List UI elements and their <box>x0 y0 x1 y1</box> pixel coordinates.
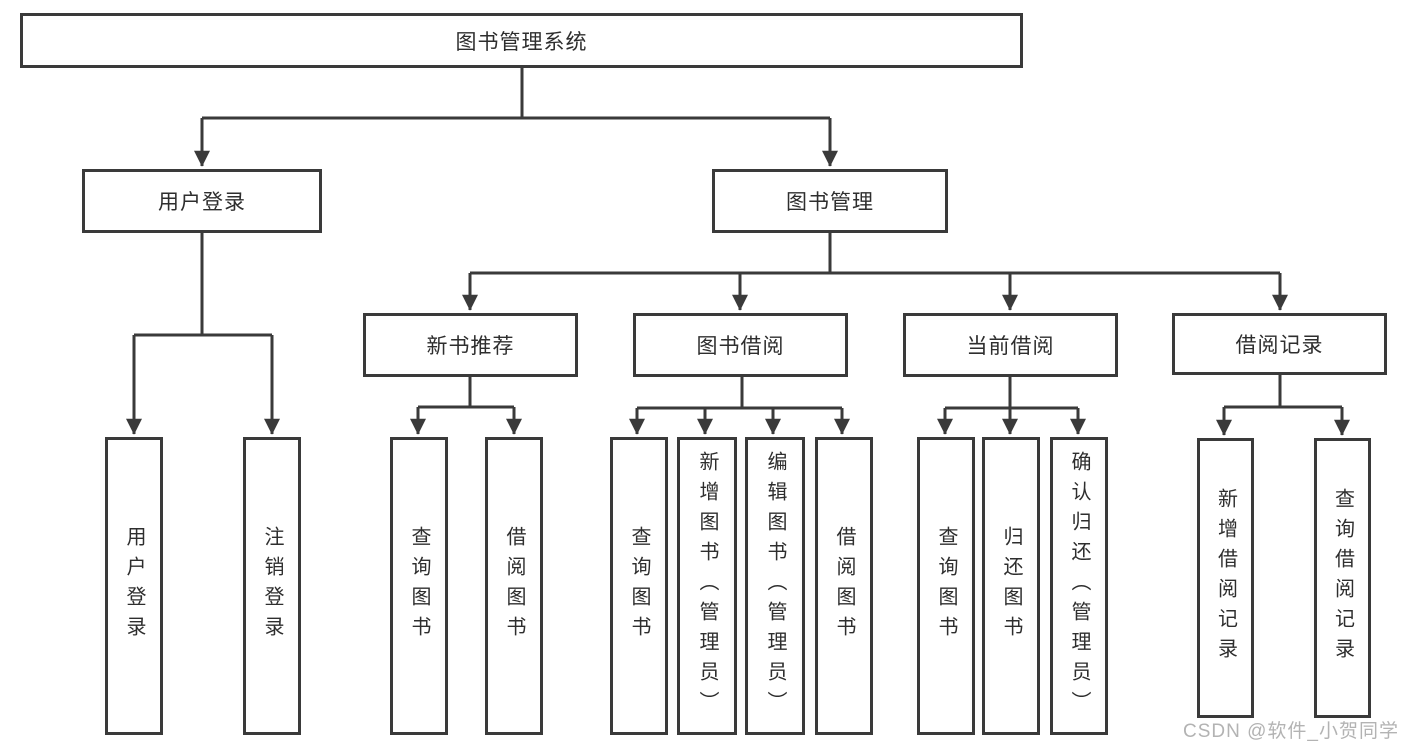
node-current-borrow: 当前借阅 <box>903 313 1118 377</box>
csdn-watermark: CSDN @软件_小贺同学 <box>1183 721 1399 742</box>
leaf-borrow-edit-admin-label: 编辑图书（管理员） <box>764 451 786 721</box>
node-new-books: 新书推荐 <box>363 313 578 377</box>
leaf-records-query-label: 查询借阅记录 <box>1331 488 1354 668</box>
leaf-borrow-query: 查询图书 <box>610 437 668 735</box>
node-book-borrow: 图书借阅 <box>633 313 848 377</box>
leaf-current-confirm-admin: 确认归还（管理员） <box>1050 437 1108 735</box>
node-root-label: 图书管理系统 <box>455 30 588 54</box>
node-borrow-records-label: 借阅记录 <box>1235 334 1324 357</box>
leaf-newbooks-query-label: 查询图书 <box>408 526 430 646</box>
leaf-logout-label: 注销登录 <box>261 526 283 646</box>
leaf-current-return: 归还图书 <box>982 437 1040 735</box>
node-book-mgmt-label: 图书管理 <box>786 191 874 214</box>
leaf-records-query: 查询借阅记录 <box>1314 438 1371 718</box>
leaf-newbooks-borrow-label: 借阅图书 <box>503 526 525 646</box>
node-user-login-label: 用户登录 <box>158 191 246 214</box>
leaf-borrow-add-admin-label: 新增图书（管理员） <box>696 451 718 721</box>
leaf-current-confirm-admin-label: 确认归还（管理员） <box>1068 451 1090 721</box>
node-root: 图书管理系统 <box>20 13 1023 68</box>
leaf-logout: 注销登录 <box>243 437 301 735</box>
leaf-newbooks-borrow: 借阅图书 <box>485 437 543 735</box>
node-current-borrow-label: 当前借阅 <box>966 335 1055 358</box>
node-user-login: 用户登录 <box>82 169 322 233</box>
node-book-borrow-label: 图书借阅 <box>696 335 785 358</box>
node-new-books-label: 新书推荐 <box>426 335 515 358</box>
leaf-borrow-book: 借阅图书 <box>815 437 873 735</box>
leaf-records-add: 新增借阅记录 <box>1197 438 1254 718</box>
leaf-borrow-query-label: 查询图书 <box>628 526 650 646</box>
leaf-borrow-add-admin: 新增图书（管理员） <box>677 437 737 735</box>
node-borrow-records: 借阅记录 <box>1172 313 1387 375</box>
leaf-user-login-label: 用户登录 <box>123 526 145 646</box>
leaf-newbooks-query: 查询图书 <box>390 437 448 735</box>
leaf-current-return-label: 归还图书 <box>1000 526 1022 646</box>
leaf-borrow-book-label: 借阅图书 <box>833 526 855 646</box>
leaf-user-login: 用户登录 <box>105 437 163 735</box>
leaf-current-query-label: 查询图书 <box>935 526 957 646</box>
leaf-records-add-label: 新增借阅记录 <box>1214 488 1237 668</box>
node-book-mgmt: 图书管理 <box>712 169 948 233</box>
leaf-borrow-edit-admin: 编辑图书（管理员） <box>745 437 805 735</box>
leaf-current-query: 查询图书 <box>917 437 975 735</box>
